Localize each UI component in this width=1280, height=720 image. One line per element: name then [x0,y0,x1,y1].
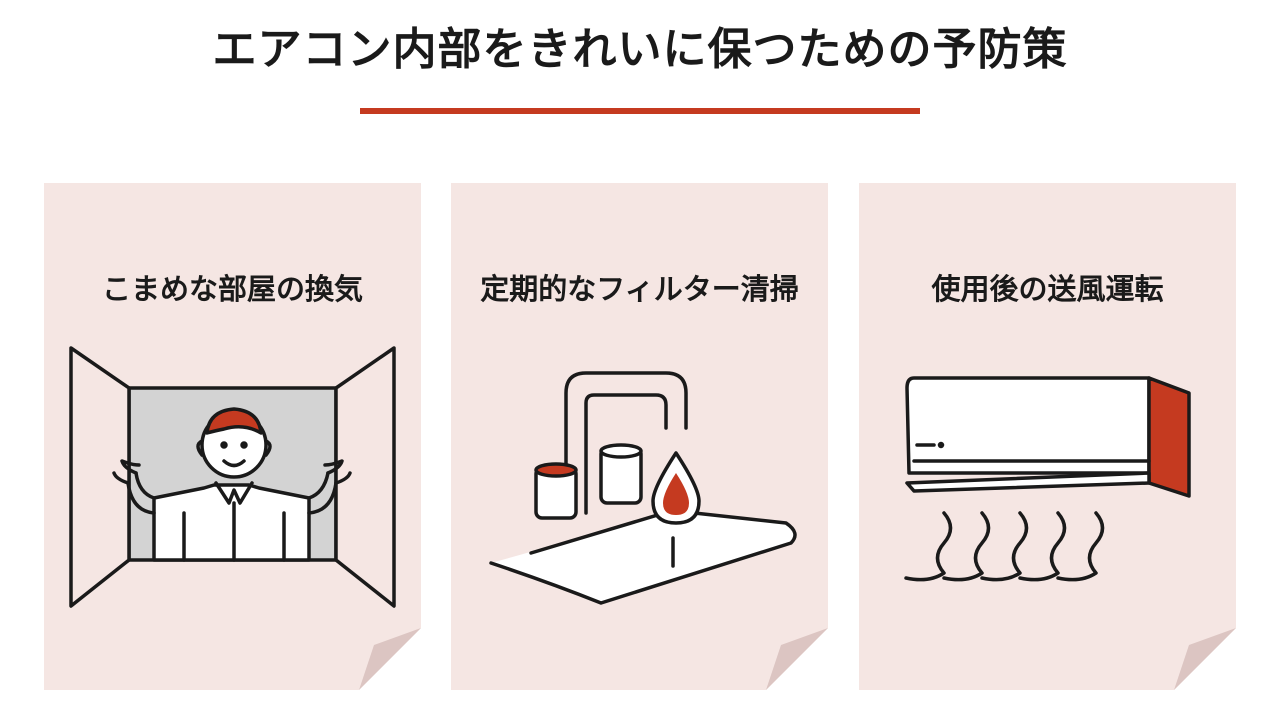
open-window-person-icon [69,346,396,608]
card-filter-cleaning: 定期的なフィルター清掃 [451,183,828,690]
card-label: 定期的なフィルター清掃 [480,272,799,306]
card-ventilation: こまめな部屋の換気 [44,183,421,690]
air-conditioner-airflow-icon [904,376,1191,582]
card-fan-mode: 使用後の送風運転 [859,183,1236,690]
card-label: こまめな部屋の換気 [101,272,363,306]
card-label: 使用後の送風運転 [931,272,1164,306]
faucet-water-drop-icon [489,371,797,605]
title-underline [360,108,920,114]
page-title: エアコン内部をきれいに保つための予防策 [212,24,1068,75]
